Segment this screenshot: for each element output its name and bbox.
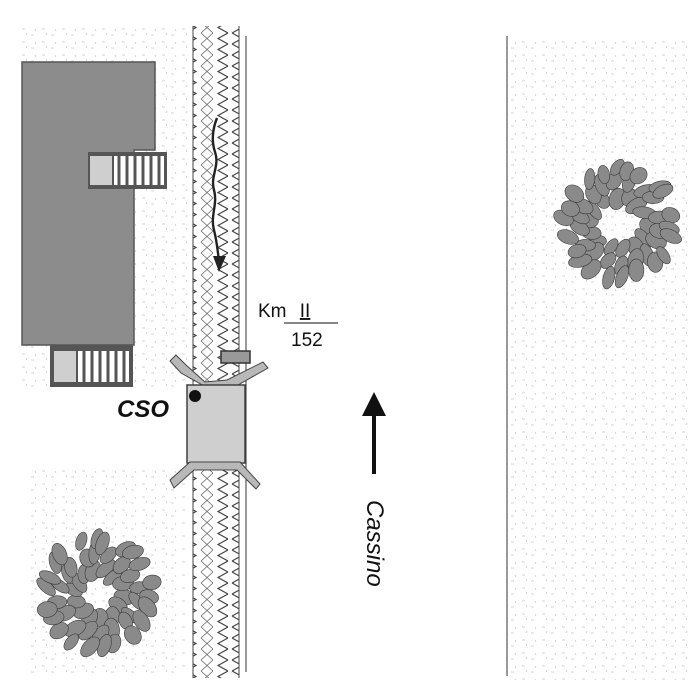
building-stairs-lower bbox=[50, 345, 133, 387]
building bbox=[21, 61, 167, 387]
tree-icon bbox=[36, 528, 162, 658]
pavement-right bbox=[508, 40, 690, 680]
arrow-up-icon bbox=[362, 392, 386, 474]
tree-icon bbox=[553, 159, 682, 290]
km-marker-icon bbox=[220, 350, 251, 364]
km-prefix: Km bbox=[258, 301, 287, 322]
station-label: CSO bbox=[117, 396, 169, 423]
svg-text:Km II: Km II bbox=[258, 301, 310, 322]
direction-label: Cassino bbox=[361, 500, 388, 587]
km-number: 152 bbox=[291, 330, 323, 351]
wavy-arrow-down-icon bbox=[211, 117, 226, 272]
station-dot-icon bbox=[189, 390, 201, 402]
km-label: Km II 152 bbox=[258, 301, 338, 351]
building-stairs-upper bbox=[88, 152, 167, 189]
km-roman: II bbox=[300, 301, 311, 322]
